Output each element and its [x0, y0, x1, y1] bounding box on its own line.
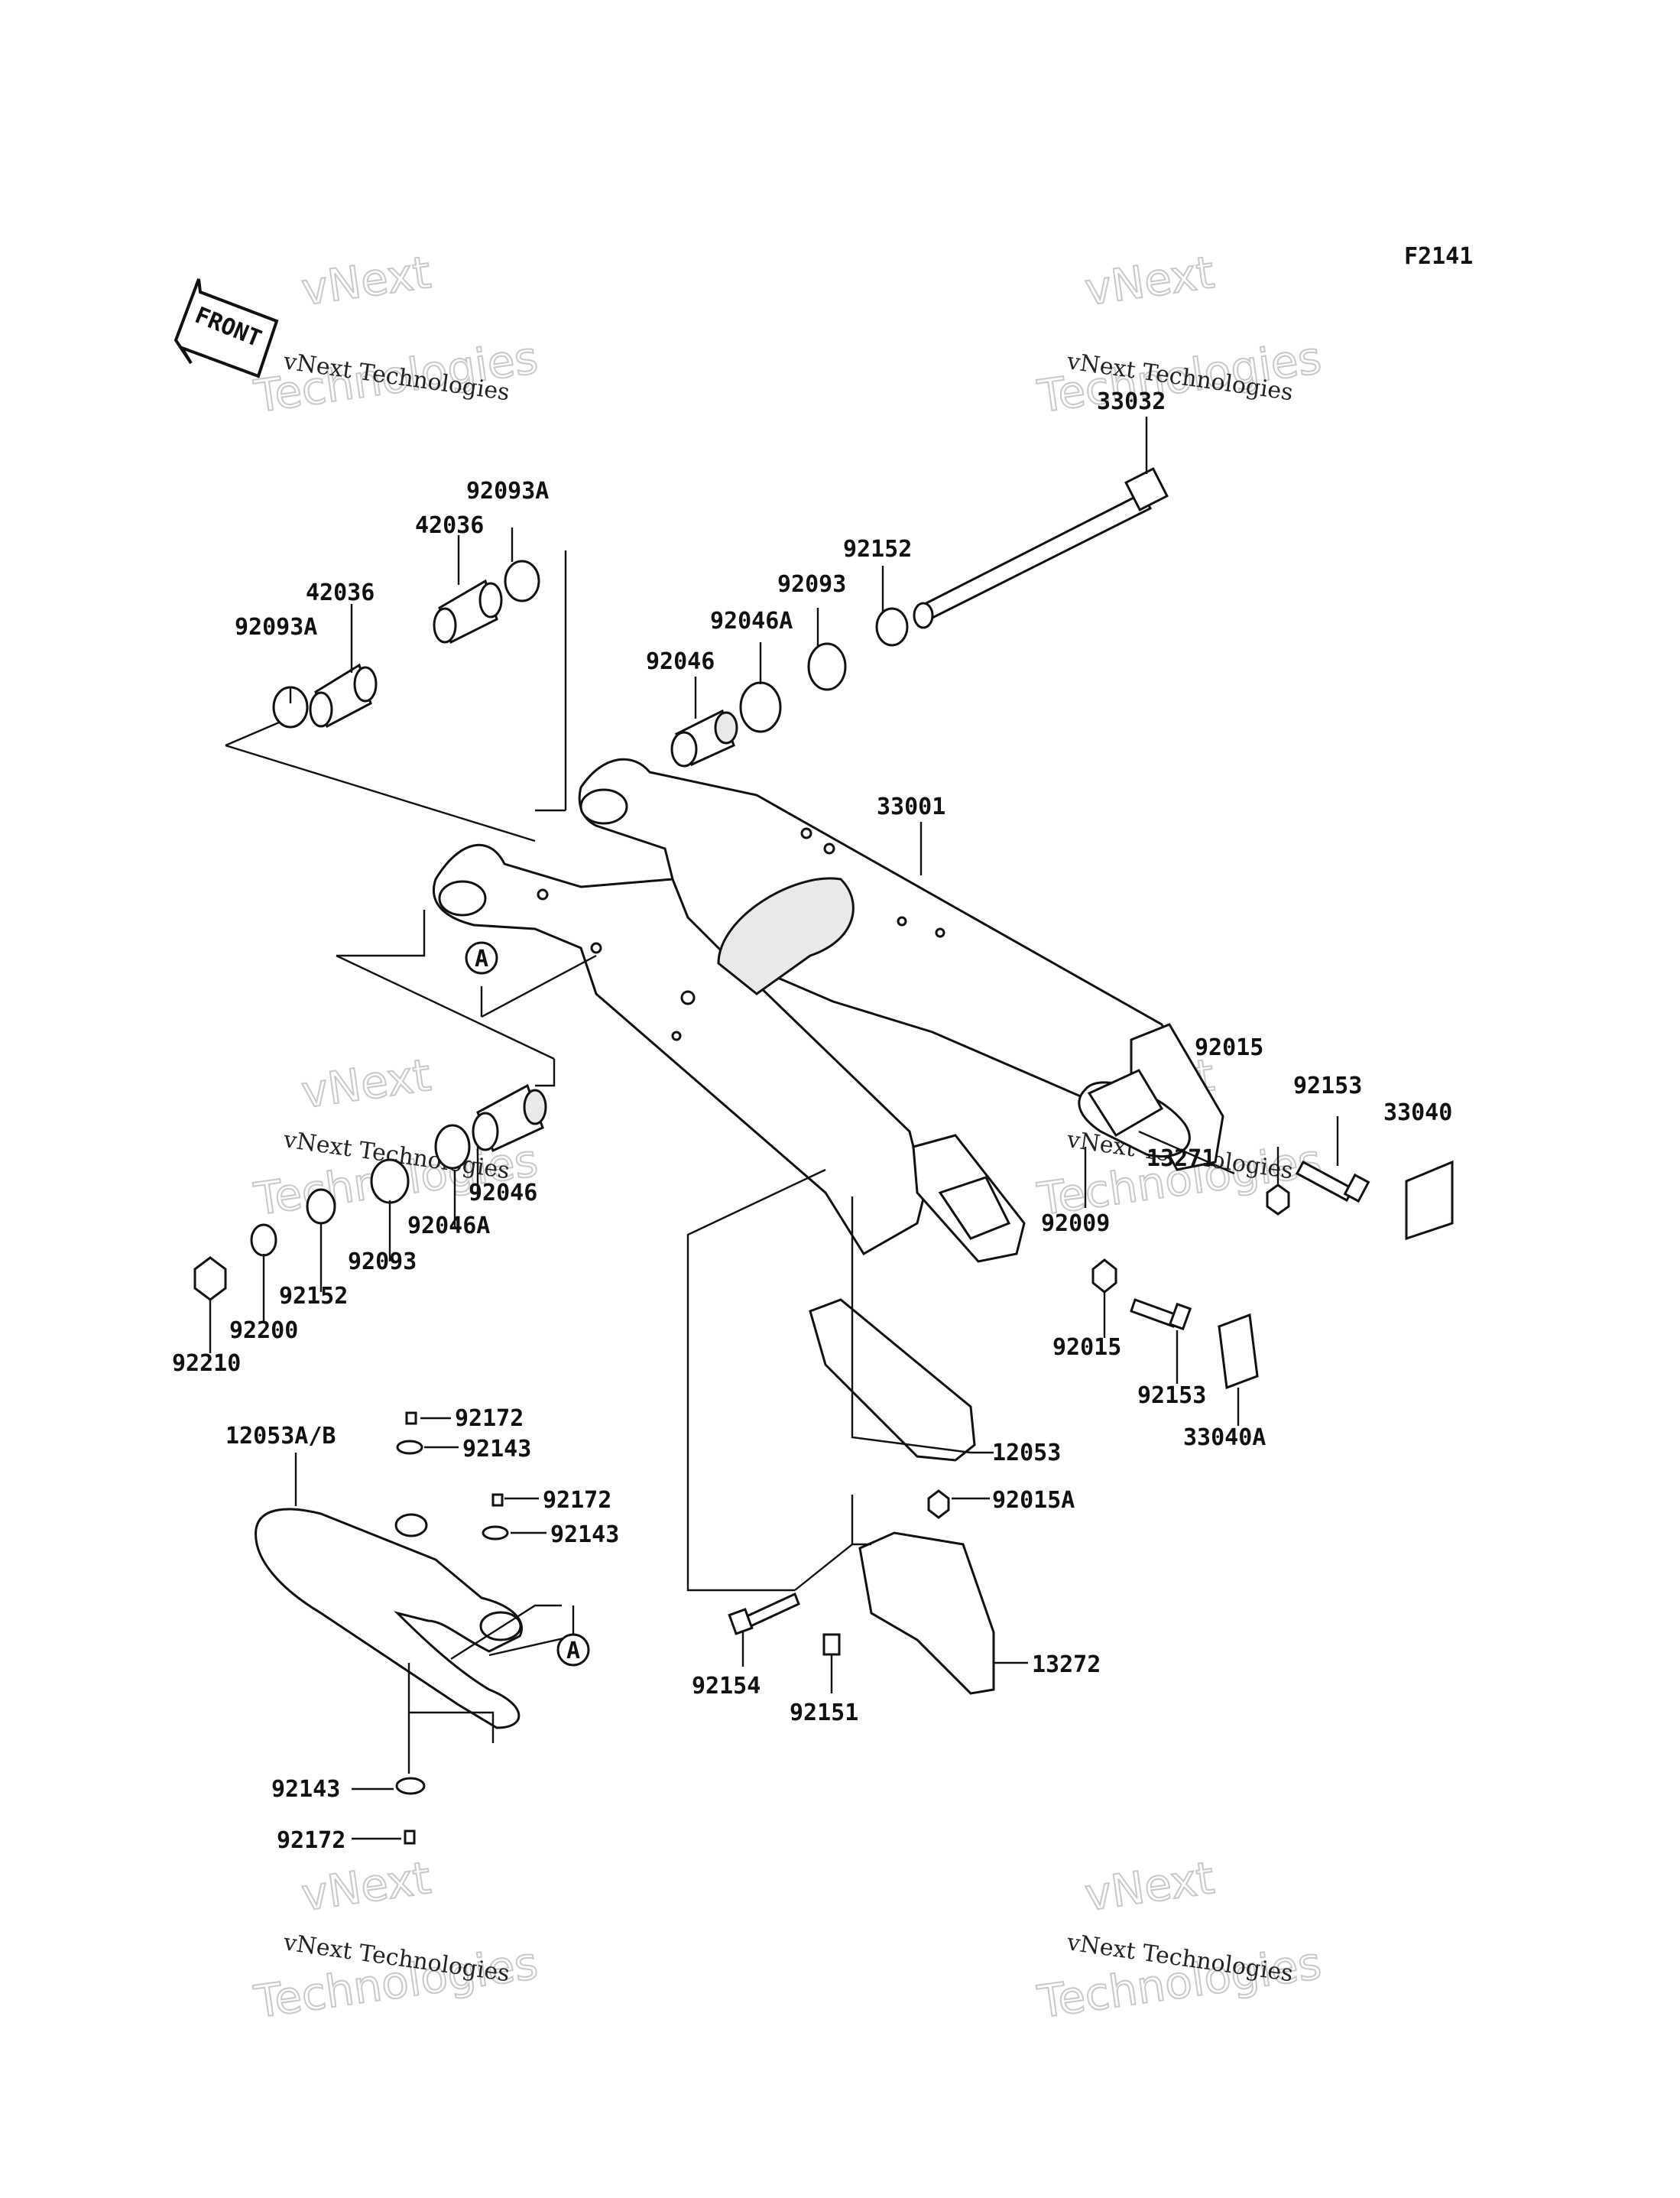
chain-guide-plate-13272 — [858, 1531, 995, 1695]
svg-text:vNext: vNext — [298, 1049, 433, 1118]
part-label: 92151 — [790, 1700, 858, 1726]
part-label: 12053 — [992, 1440, 1061, 1466]
part-label: 92143 — [550, 1521, 619, 1548]
washer-92152-top — [875, 607, 909, 647]
washer-92200 — [250, 1223, 277, 1257]
pivot-shaft-33032 — [913, 467, 1169, 629]
part-label: 42036 — [415, 512, 484, 539]
part-label: 92172 — [277, 1827, 345, 1854]
part-label: 92093A — [235, 614, 317, 641]
chain-guide-12053 — [809, 1298, 976, 1462]
seal-92046A-top — [739, 681, 782, 733]
collar-92093A-upper — [504, 560, 540, 602]
part-label: 33032 — [1097, 388, 1166, 415]
part-label: 12053A/B — [225, 1423, 336, 1450]
part-label: 42036 — [306, 580, 375, 606]
part-label: 92046 — [646, 648, 715, 675]
part-label: 92093 — [777, 571, 846, 598]
nut-92015-lower — [1091, 1258, 1117, 1294]
svg-text:vNext: vNext — [298, 1852, 433, 1921]
leader-lines — [209, 417, 1339, 1840]
bearing-92046-top — [670, 709, 738, 768]
adjuster-33040 — [1405, 1160, 1454, 1241]
part-label: 92046A — [710, 608, 793, 635]
part-label: 92172 — [543, 1487, 611, 1514]
svg-text:vNext: vNext — [298, 246, 433, 316]
sleeve-42036-upper — [433, 579, 503, 644]
svg-text:vNext: vNext — [1082, 1852, 1217, 1921]
figure-code: F2141 — [1404, 243, 1473, 270]
nut-92015A — [927, 1489, 950, 1519]
part-label: 92093A — [466, 478, 549, 505]
part-label: 33040A — [1183, 1424, 1266, 1451]
part-labels: 92093A 42036 42036 92093A 92046A 92093 9… — [172, 388, 1452, 1854]
nut-92210 — [193, 1256, 227, 1301]
adjuster-33040A — [1218, 1313, 1259, 1390]
watermark-bottom-left: vNext Technologies — [250, 1851, 541, 2029]
bolt-92153-upper — [1295, 1160, 1370, 1203]
part-label: 13272 — [1032, 1651, 1101, 1678]
part-label: 92143 — [271, 1776, 340, 1803]
part-label: 92154 — [692, 1673, 761, 1700]
part-label: 92093 — [348, 1248, 417, 1275]
part-label: 92153 — [1137, 1382, 1206, 1409]
part-label: 92015 — [1052, 1334, 1121, 1361]
chain-slider-12053A-B — [255, 1508, 523, 1729]
part-label: 33040 — [1383, 1099, 1452, 1126]
svg-text:A: A — [566, 1638, 580, 1664]
reference-marker-a-1: A — [465, 941, 498, 975]
bolt-92154 — [728, 1592, 800, 1635]
part-label: 92015 — [1195, 1034, 1263, 1061]
bolt-92151 — [822, 1633, 841, 1656]
bolt-92153-lower — [1130, 1298, 1192, 1331]
part-label: 92152 — [279, 1283, 348, 1310]
part-label: 92009 — [1041, 1210, 1110, 1237]
collar-92093A-lower — [272, 686, 309, 729]
svg-text:vNext: vNext — [1082, 246, 1217, 316]
bearing-92046-left — [472, 1083, 547, 1153]
screw-92172-2 — [491, 1493, 504, 1507]
front-arrow-icon: FRONT — [174, 278, 279, 378]
reference-marker-a-2: A — [556, 1633, 590, 1667]
part-label: 92152 — [843, 536, 912, 563]
washer-92152-left — [306, 1188, 336, 1225]
part-label: 92143 — [462, 1436, 531, 1463]
screw-92172-1 — [405, 1411, 417, 1425]
collar-92093-top — [807, 642, 847, 691]
part-label: 13271 — [1146, 1145, 1215, 1172]
collar-92093-left — [370, 1158, 410, 1204]
seal-92046A-left — [434, 1124, 471, 1170]
part-label: 92172 — [455, 1405, 524, 1432]
washer-92143-3 — [395, 1777, 426, 1795]
watermark-bottom-right: vNext Technologies — [1033, 1851, 1325, 2029]
svg-text:A: A — [475, 946, 488, 972]
part-label: 92046A — [407, 1213, 490, 1239]
part-label: 92153 — [1293, 1073, 1362, 1099]
part-label: 33001 — [877, 794, 945, 820]
nut-92015-upper — [1266, 1183, 1290, 1216]
chain-guide-rail-13271 — [1087, 1069, 1164, 1138]
washer-92143-1 — [396, 1440, 423, 1455]
sleeve-42036-lower — [309, 663, 378, 729]
screw-92172-3 — [404, 1830, 416, 1845]
boss-upper — [394, 1513, 428, 1537]
part-label: 92210 — [172, 1350, 241, 1377]
part-label: 92046 — [469, 1180, 537, 1206]
part-label: 92200 — [229, 1317, 298, 1344]
washer-92143-2 — [482, 1525, 509, 1541]
swingarm-33001 — [432, 758, 1224, 1263]
part-label: 92015A — [992, 1487, 1075, 1514]
